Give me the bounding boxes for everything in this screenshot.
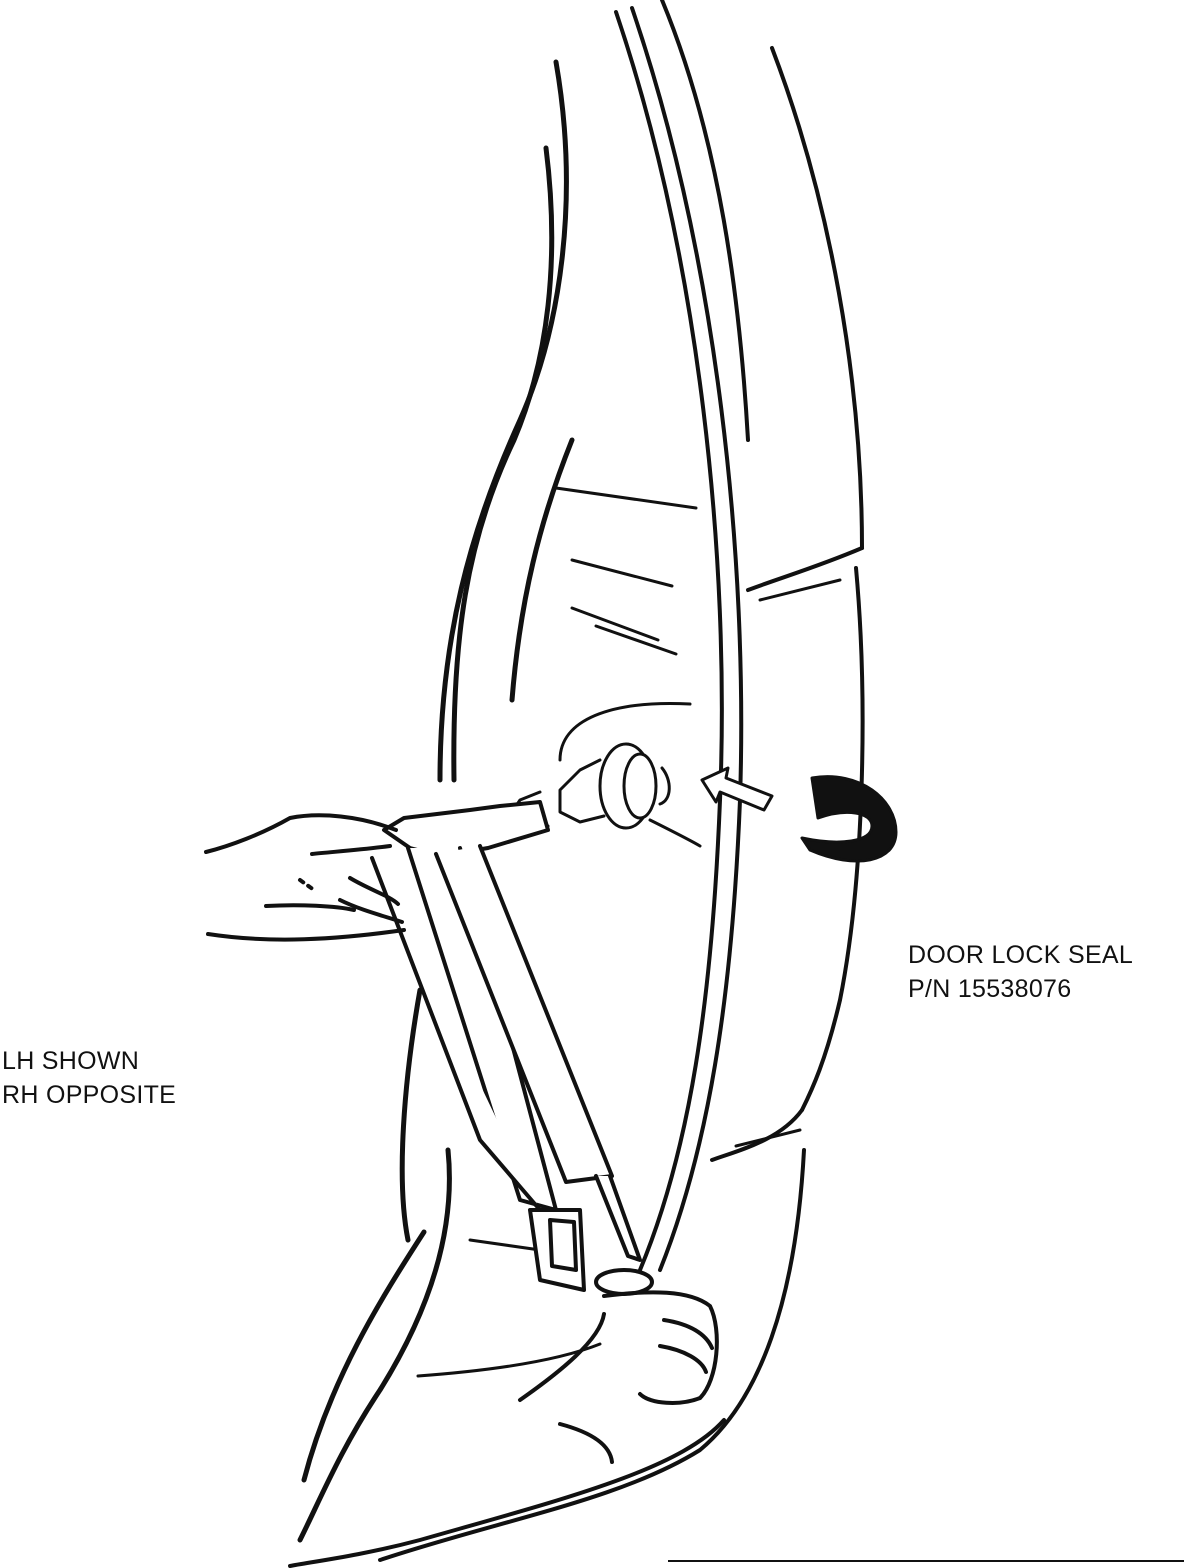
upper-hand-icon xyxy=(204,813,406,942)
installation-tool-icon xyxy=(370,800,654,1296)
door-opening-lines xyxy=(297,59,575,1543)
lower-hand-icon xyxy=(518,1290,719,1464)
seal-part-number-label: P/N 15538076 xyxy=(908,975,1072,1003)
door-lock-seal-icon xyxy=(800,775,898,863)
arrow-icon xyxy=(700,766,774,812)
seal-name-label: DOOR LOCK SEAL xyxy=(908,941,1134,969)
side-note-callout: LH SHOWN RH OPPOSITE xyxy=(2,1044,176,1112)
side-note-line1: LH SHOWN xyxy=(2,1047,140,1075)
lock-hole-outline xyxy=(558,702,702,848)
seal-callout: DOOR LOCK SEAL P/N 15538076 xyxy=(908,938,1133,1006)
side-note-line2: RH OPPOSITE xyxy=(2,1081,177,1109)
bottom-divider xyxy=(668,1560,1184,1562)
door-frame-lines xyxy=(288,0,865,1568)
